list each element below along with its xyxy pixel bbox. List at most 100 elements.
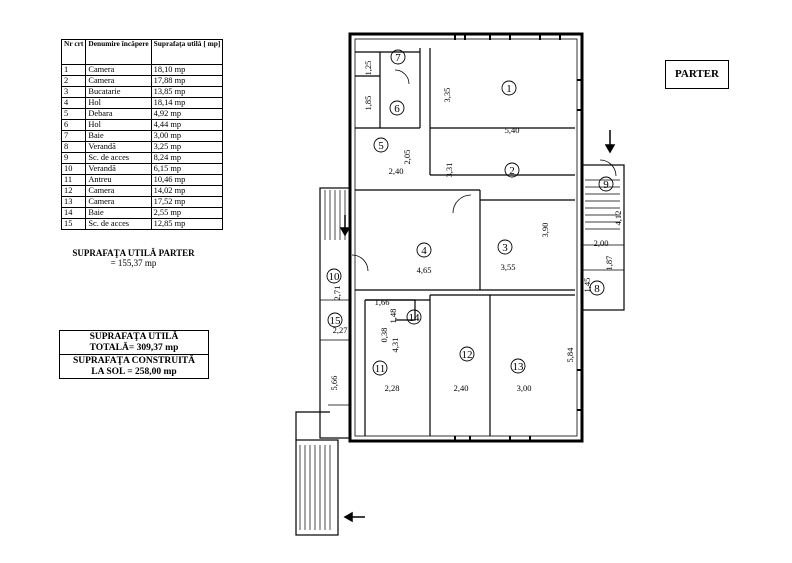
dimension-label: 2,05: [402, 150, 412, 165]
built-area-value: LA SOL = 258,00 mp: [91, 366, 177, 377]
arrow-left-head: [339, 227, 351, 237]
parter-total-label: SUPRAFAŢA UTILĂ PARTER: [72, 248, 195, 258]
room-area: 12,85 mp: [150, 218, 224, 230]
windows: [454, 34, 582, 441]
stair-landing: [295, 411, 330, 440]
built-area-label: SUPRAFAŢA CONSTRUITĂ: [72, 356, 196, 366]
dimension-label: 1,25: [363, 61, 373, 76]
dimension-label: 2,40: [454, 383, 469, 393]
dimension-label: 2,27: [333, 325, 348, 335]
dimension-label: 3,00: [517, 383, 532, 393]
plan-labels: 1234567891011121314151,251,853,355,402,0…: [326, 49, 623, 393]
partition-bottom: [364, 294, 575, 436]
room-number-circle: [389, 100, 405, 116]
room-number-circle: [390, 49, 406, 65]
room-number-label: 13: [513, 361, 525, 373]
built-area-block: SUPRAFAŢA CONSTRUITĂ LA SOL = 258,00 mp: [60, 354, 208, 378]
dimension-label: 1,66: [375, 297, 390, 307]
room-number-circle: [327, 312, 343, 328]
room-number-label: 6: [394, 103, 400, 115]
area-summary-box: SUPRAFAŢA UTILĂ TOTALĂ= 309,37 mp SUPRAF…: [59, 330, 209, 379]
window-marks-right: [577, 79, 582, 411]
room-number-circle: [501, 80, 517, 96]
room-number-label: 11: [375, 363, 386, 375]
verandah-left-dividers: [320, 299, 350, 406]
window-marks-top: [454, 34, 561, 40]
stair-lines-bottom: [299, 445, 331, 530]
dimension-label: 2,28: [385, 383, 400, 393]
floor-title: PARTER: [665, 60, 729, 89]
room-number-circle: [497, 239, 513, 255]
util-area-label: SUPRAFAŢA UTILĂ: [89, 332, 179, 342]
col-header-nr: Nr crt: [60, 39, 87, 65]
room-number-circle: [598, 176, 614, 192]
dimension-label: 5,66: [329, 376, 339, 391]
room-number-label: 5: [378, 140, 384, 152]
dimension-label: 1,87: [604, 256, 614, 271]
dimension-label: 0,38: [379, 328, 389, 343]
partition-top-left: [355, 48, 421, 129]
room-number-circle: [406, 309, 422, 325]
verandah-left: [319, 187, 351, 439]
room-number-label: 9: [603, 179, 609, 191]
room-number-circle: [373, 137, 389, 153]
doors: [351, 69, 617, 272]
room-number-label: 3: [502, 242, 508, 254]
parter-total: SUPRAFAŢA UTILĂ PARTER = 155,37 mp: [61, 248, 206, 268]
dimension-label: 4,31: [390, 338, 400, 353]
door-arc-right: [599, 159, 617, 177]
room-number-label: 1: [506, 83, 512, 95]
room-number-label: 7: [395, 52, 401, 64]
dimension-label: 2,00: [594, 238, 609, 248]
room-number-circle: [372, 360, 388, 376]
door-arc-baie: [394, 69, 410, 85]
dimension-label: 4,65: [417, 265, 432, 275]
room-number-label: 8: [594, 283, 600, 295]
room-number-label: 12: [462, 349, 473, 361]
dimension-label: 5,84: [565, 347, 575, 363]
room-number-circle: [459, 346, 475, 362]
room-name: Sc. de acces: [85, 218, 152, 230]
room-schedule-table: Nr crt Denumire încăpere Suprafaţa utilă…: [60, 39, 224, 230]
dimension-label: 3,35: [442, 88, 452, 103]
util-area-block: SUPRAFAŢA UTILĂ TOTALĂ= 309,37 mp: [60, 331, 208, 354]
partition-rooms-1-2: [429, 48, 575, 176]
room-number-label: 4: [421, 245, 427, 257]
door-arc-left: [351, 254, 369, 272]
room-number-circle: [504, 162, 520, 178]
dimension-label: 3,31: [444, 163, 454, 178]
util-area-value: TOTALĂ= 309,37 mp: [89, 342, 179, 353]
arrow-bottom-head: [343, 511, 353, 523]
room-number: 15: [60, 218, 87, 230]
room-number-circle: [326, 268, 342, 284]
walls: [295, 32, 625, 536]
dimension-label: 2,40: [389, 166, 404, 176]
stair-lines-right: [585, 179, 620, 230]
dimension-label: 4,12: [613, 211, 623, 226]
parter-total-value: = 155,37 mp: [110, 258, 157, 268]
room-number-label: 15: [330, 315, 342, 327]
dimension-label: 1,85: [363, 96, 373, 111]
dimension-label: 1,45: [582, 278, 592, 293]
dimension-label: 2,71: [332, 286, 342, 301]
verandah-right: [581, 164, 625, 311]
room-number-label: 2: [509, 165, 515, 177]
room-number-label: 10: [329, 271, 341, 283]
entry-arrows: [339, 130, 616, 523]
room-number-circle: [416, 242, 432, 258]
room-number-label: 14: [409, 312, 421, 324]
dimension-label: 3,90: [540, 223, 550, 238]
window-marks-bottom: [454, 436, 531, 441]
room-number-circle: [510, 358, 526, 374]
dimension-label: 1,48: [388, 309, 398, 324]
dimension-label: 3,55: [501, 262, 516, 272]
entrance-stair: [295, 439, 339, 536]
